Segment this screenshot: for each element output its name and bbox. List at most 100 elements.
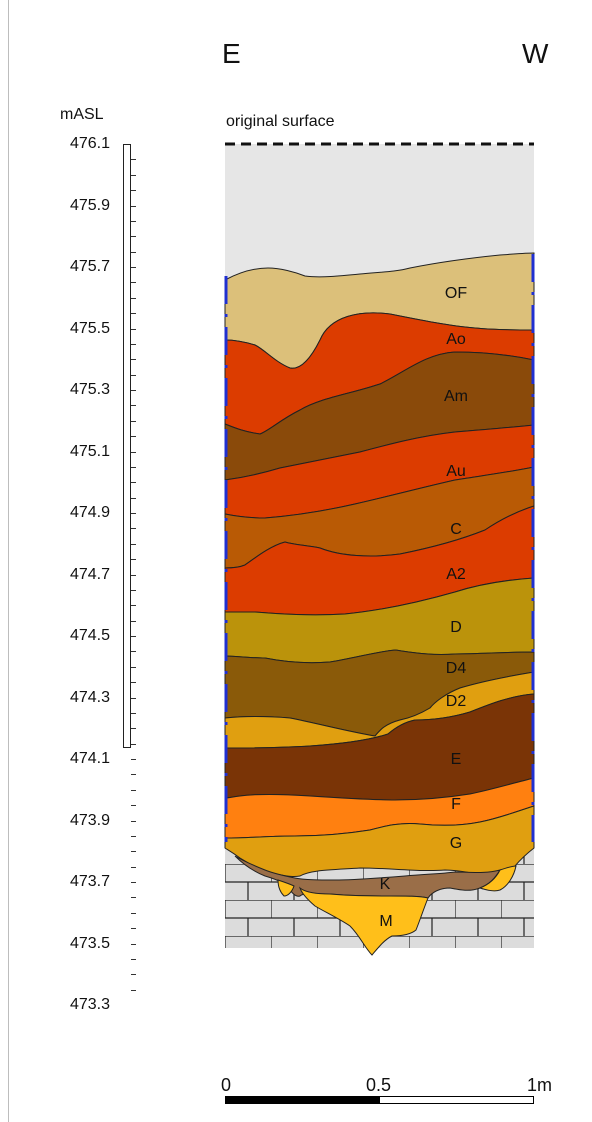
- elevation-minor-tick: [131, 897, 136, 899]
- scale-label-1m: 1m: [527, 1075, 553, 1095]
- elevation-tick-label: 476.1: [69, 135, 110, 152]
- elevation-minor-tick: [131, 620, 136, 622]
- original-surface-label: original surface: [226, 113, 335, 130]
- elevation-minor-tick: [131, 682, 136, 684]
- layer-label-d: D: [450, 619, 462, 636]
- elevation-minor-tick: [131, 267, 136, 268]
- elevation-minor-tick: [131, 759, 136, 760]
- layer-label-g: G: [450, 835, 462, 852]
- direction-west-label: W: [522, 38, 549, 69]
- frame-border: [8, 0, 9, 1122]
- elevation-minor-tick: [131, 651, 136, 653]
- elevation-minor-tick: [131, 313, 136, 315]
- elevation-minor-tick: [131, 882, 136, 883]
- layer-label-d2: D2: [446, 693, 467, 710]
- elevation-minor-tick: [131, 820, 136, 822]
- elevation-minor-tick: [131, 513, 136, 514]
- scale-label-0: 0: [221, 1075, 232, 1095]
- elevation-minor-tick: [131, 405, 136, 407]
- elevation-minor-tick: [131, 805, 136, 807]
- elevation-minor-tick: [131, 851, 136, 853]
- layer-M: [298, 886, 429, 956]
- layer-label-f: F: [451, 796, 461, 813]
- elevation-minor-tick: [131, 543, 136, 545]
- layer-label-e: E: [451, 751, 462, 768]
- scale-bar-white-segment: [379, 1096, 534, 1104]
- elevation-minor-tick: [131, 943, 136, 945]
- layer-label-k: K: [380, 876, 391, 893]
- elevation-minor-tick: [131, 190, 136, 192]
- layer-label-of: OF: [445, 285, 467, 302]
- elevation-minor-tick: [131, 666, 136, 668]
- elevation-minor-tick: [131, 420, 136, 422]
- elevation-minor-tick: [131, 774, 136, 776]
- elevation-minor-tick: [131, 789, 136, 791]
- layer-label-am: Am: [444, 388, 468, 405]
- elevation-minor-tick: [131, 466, 136, 468]
- elevation-minor-tick: [131, 712, 136, 714]
- elevation-minor-tick: [131, 589, 136, 591]
- layer-M-small: [277, 879, 295, 897]
- layer-label-d4: D4: [446, 660, 467, 677]
- elevation-minor-tick: [131, 343, 136, 345]
- elevation-minor-tick: [131, 974, 136, 976]
- elevation-minor-tick: [131, 236, 136, 238]
- elevation-minor-tick: [131, 251, 136, 253]
- elevation-minor-tick: [131, 574, 136, 576]
- elevation-minor-tick: [131, 451, 136, 453]
- scale-label-half: 0.5: [366, 1075, 392, 1095]
- layer-M-right: [478, 865, 517, 892]
- layer-label-ao: Ao: [446, 331, 466, 348]
- elevation-minor-tick: [131, 835, 136, 837]
- elevation-tick-label: 473.3: [69, 996, 110, 1013]
- elevation-minor-tick: [131, 205, 136, 207]
- elevation-tick-label: 473.9: [69, 811, 110, 829]
- elevation-tick-label: 473.5: [69, 934, 110, 952]
- elevation-minor-tick: [131, 374, 136, 376]
- layer-label-m: M: [379, 913, 392, 930]
- layer-K: [234, 855, 502, 899]
- scale-bar-black-segment: [225, 1096, 379, 1104]
- elevation-tick-label: 475.7: [69, 258, 110, 275]
- elevation-tick-label: 474.7: [69, 565, 110, 583]
- elevation-minor-tick: [131, 958, 136, 960]
- elevation-minor-tick: [131, 528, 136, 530]
- elevation-tick-label: 475.1: [69, 442, 110, 460]
- layer-label-a2: A2: [446, 566, 466, 583]
- elevation-tick-label: 475.3: [69, 381, 110, 398]
- elevation-minor-tick: [131, 928, 136, 930]
- layer-label-c: C: [450, 521, 462, 538]
- elevation-minor-tick: [131, 866, 136, 868]
- elevation-tick-label: 473.7: [69, 873, 110, 890]
- elevation-minor-tick: [131, 482, 136, 484]
- elevation-minor-tick: [131, 743, 136, 745]
- elevation-tick-label: 474.9: [69, 504, 110, 521]
- elevation-minor-tick: [131, 912, 136, 914]
- elevation-minor-tick: [131, 728, 136, 730]
- direction-east-label: E: [222, 38, 241, 69]
- elevation-minor-tick: [131, 636, 136, 637]
- elevation-minor-tick: [131, 282, 136, 284]
- elevation-minor-tick: [131, 390, 136, 391]
- elevation-tick-label: 474.5: [69, 627, 110, 644]
- elevation-minor-tick: [131, 559, 136, 561]
- elevation-minor-tick: [131, 174, 136, 176]
- elevation-minor-tick: [131, 328, 136, 330]
- elevation-tick-label: 474.3: [69, 688, 110, 706]
- elevation-minor-tick: [131, 497, 136, 499]
- elevation-minor-tick: [131, 697, 136, 699]
- elevation-scale-bar: [123, 144, 131, 748]
- elevation-minor-tick: [131, 220, 136, 222]
- elevation-unit-label: mASL: [60, 106, 104, 123]
- elevation-minor-tick: [131, 436, 136, 438]
- elevation-minor-tick: [131, 297, 136, 299]
- elevation-minor-tick: [131, 359, 136, 361]
- elevation-tick-label: 475.9: [69, 196, 110, 214]
- elevation-minor-tick: [131, 159, 136, 161]
- elevation-minor-tick: [131, 989, 136, 991]
- elevation-tick-label: 475.5: [69, 319, 110, 337]
- elevation-minor-tick: [131, 605, 136, 607]
- elevation-tick-label: 474.1: [69, 750, 110, 767]
